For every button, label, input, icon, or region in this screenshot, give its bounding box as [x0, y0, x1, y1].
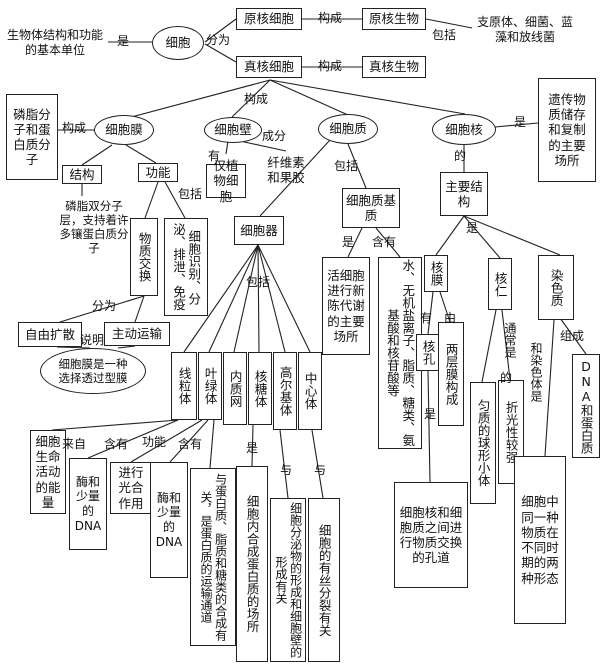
label-usually-is: 通常是: [503, 322, 517, 358]
mitochondria-node: 线粒体: [171, 352, 197, 420]
chloro-dna-node: 酶和少量的DNA: [150, 462, 188, 578]
nucleus-node: 细胞核: [432, 114, 496, 145]
prokaryote-examples-text: 支原体、细菌、蓝藻和放线菌: [476, 15, 573, 44]
golgi-node: 高尔基体: [273, 352, 297, 430]
energy-source-node: 细胞生命活动的能量: [30, 430, 66, 514]
label-forms: 构成: [318, 59, 343, 73]
label-component: 成分: [262, 129, 287, 143]
cytoplasm-matrix-node: 细胞质基质: [342, 188, 400, 228]
label-is: 是: [342, 235, 355, 249]
nucleus-role-node: 遗传物质储存和复制的主要场所: [538, 78, 596, 182]
free-diffusion-node: 自由扩散: [18, 322, 82, 347]
nucleolus-node: 核仁: [488, 258, 512, 310]
metabolism-site-node: 活细胞进行新陈代谢的主要场所: [322, 257, 370, 355]
label-forms: 构成: [62, 121, 87, 135]
centrosome-node: 中心体: [298, 352, 322, 430]
er-desc-node: 与蛋白质、脂质和糖类的合成有关，是蛋白质的运输通道: [190, 468, 236, 646]
pore-desc-node: 细胞核和细胞质之间进行物质交换的孔道: [394, 482, 468, 588]
label-from: 来自: [62, 437, 87, 451]
label-forms: 构成: [318, 11, 343, 25]
cell-node: 细胞: [152, 26, 204, 60]
label-divide: 分为: [92, 299, 117, 313]
basic-unit-text: 生物体结构和功能的基本单位: [6, 28, 103, 57]
photosynthesis-node: 进行光合作用: [110, 462, 152, 514]
label-is: 是: [246, 441, 259, 455]
label-function: 功能: [142, 435, 167, 449]
label-include: 包括: [432, 28, 457, 42]
nuclear-pore-node: 核孔: [416, 334, 440, 371]
membrane-functions-node: 细胞识别、分泌、排泄、免疫: [164, 218, 208, 316]
dna-protein-node: DNA和蛋白质: [572, 354, 600, 458]
label-include: 包括: [334, 159, 359, 173]
label-has: 有: [208, 149, 221, 163]
active-transport-node: 主动运输: [104, 322, 170, 346]
prokaryote-node: 原核生物: [362, 8, 426, 30]
ribosome-node: 核糖体: [248, 352, 272, 425]
structure-node: 结构: [62, 165, 102, 184]
structure-desc-text: 磷脂双分子层，支持着许多镶蛋白质分子: [59, 198, 129, 256]
main-structure-node: 主要结构: [440, 172, 488, 216]
selective-membrane-node: 细胞膜是一种选择透过型膜: [40, 348, 146, 394]
chloroplast-node: 叶绿体: [198, 352, 222, 420]
double-membrane-node: 两层膜构成: [438, 322, 464, 426]
plant-only-node: 仅植物细胞: [206, 158, 246, 204]
cell-wall-node: 细胞壁: [204, 117, 262, 143]
cell-membrane-node: 细胞膜: [94, 115, 154, 145]
eukaryotic-cell-node: 真核细胞: [236, 56, 302, 78]
label-forms: 构成: [244, 92, 269, 106]
label-with: 与: [314, 463, 327, 477]
prokaryotic-cell-node: 原核细胞: [236, 8, 302, 30]
organelles-node: 细胞器: [234, 216, 284, 245]
mito-dna-node: 酶和少量的DNA: [69, 458, 107, 550]
nuclear-membrane-node: 核膜: [424, 255, 448, 292]
label-is: 是: [424, 407, 437, 421]
label-has: 有: [420, 311, 433, 325]
membrane-composition-node: 磷脂分子和蛋白质分子: [6, 94, 58, 180]
label-by: 由: [444, 311, 457, 325]
ribosome-desc-node: 细胞内合成蛋白质的场所: [236, 466, 268, 662]
function-node: 功能: [138, 163, 178, 182]
label-with: 与: [280, 463, 293, 477]
nucleolus-desc-node: 匀质的球形小体: [470, 382, 496, 504]
label-of: 的: [454, 149, 467, 163]
chromatin-desc-node: 细胞中同一种物质在不同时期的两种形态: [514, 456, 566, 624]
refraction-node: 折光性较强: [498, 380, 524, 484]
label-include: 包括: [246, 275, 271, 289]
label-divide: 分为: [206, 33, 231, 47]
label-composition: 组成: [560, 329, 585, 343]
matrix-contents-node: 水、无机盐离子、脂质、糖类、氨基酸和核苷酸等: [378, 257, 422, 449]
golgi-desc-node: 细胞分泌物的形成和细胞壁的形成有关: [270, 498, 306, 662]
cytoplasm-node: 细胞质: [318, 114, 378, 144]
label-is: 是: [514, 115, 527, 129]
label-contains: 含有: [372, 235, 397, 249]
eukaryote-node: 真核生物: [362, 56, 426, 78]
centrosome-desc-node: 细胞的有丝分裂有关: [308, 498, 340, 662]
material-exchange-node: 物质交换: [130, 218, 158, 296]
er-node: 内质网: [223, 352, 247, 425]
label-contains: 含有: [104, 437, 129, 451]
label-is: 是: [466, 221, 479, 235]
label-is: 是: [117, 34, 130, 48]
cellulose-text: 纤维素和果胶: [267, 154, 305, 185]
label-of: 的: [500, 371, 513, 385]
label-explain: 说明: [80, 333, 105, 347]
chromatin-node: 染色质: [538, 255, 574, 320]
label-contains: 含有: [178, 437, 203, 451]
label-include: 包括: [178, 187, 203, 201]
label-and-chromosome: 和染色体是: [529, 342, 543, 402]
